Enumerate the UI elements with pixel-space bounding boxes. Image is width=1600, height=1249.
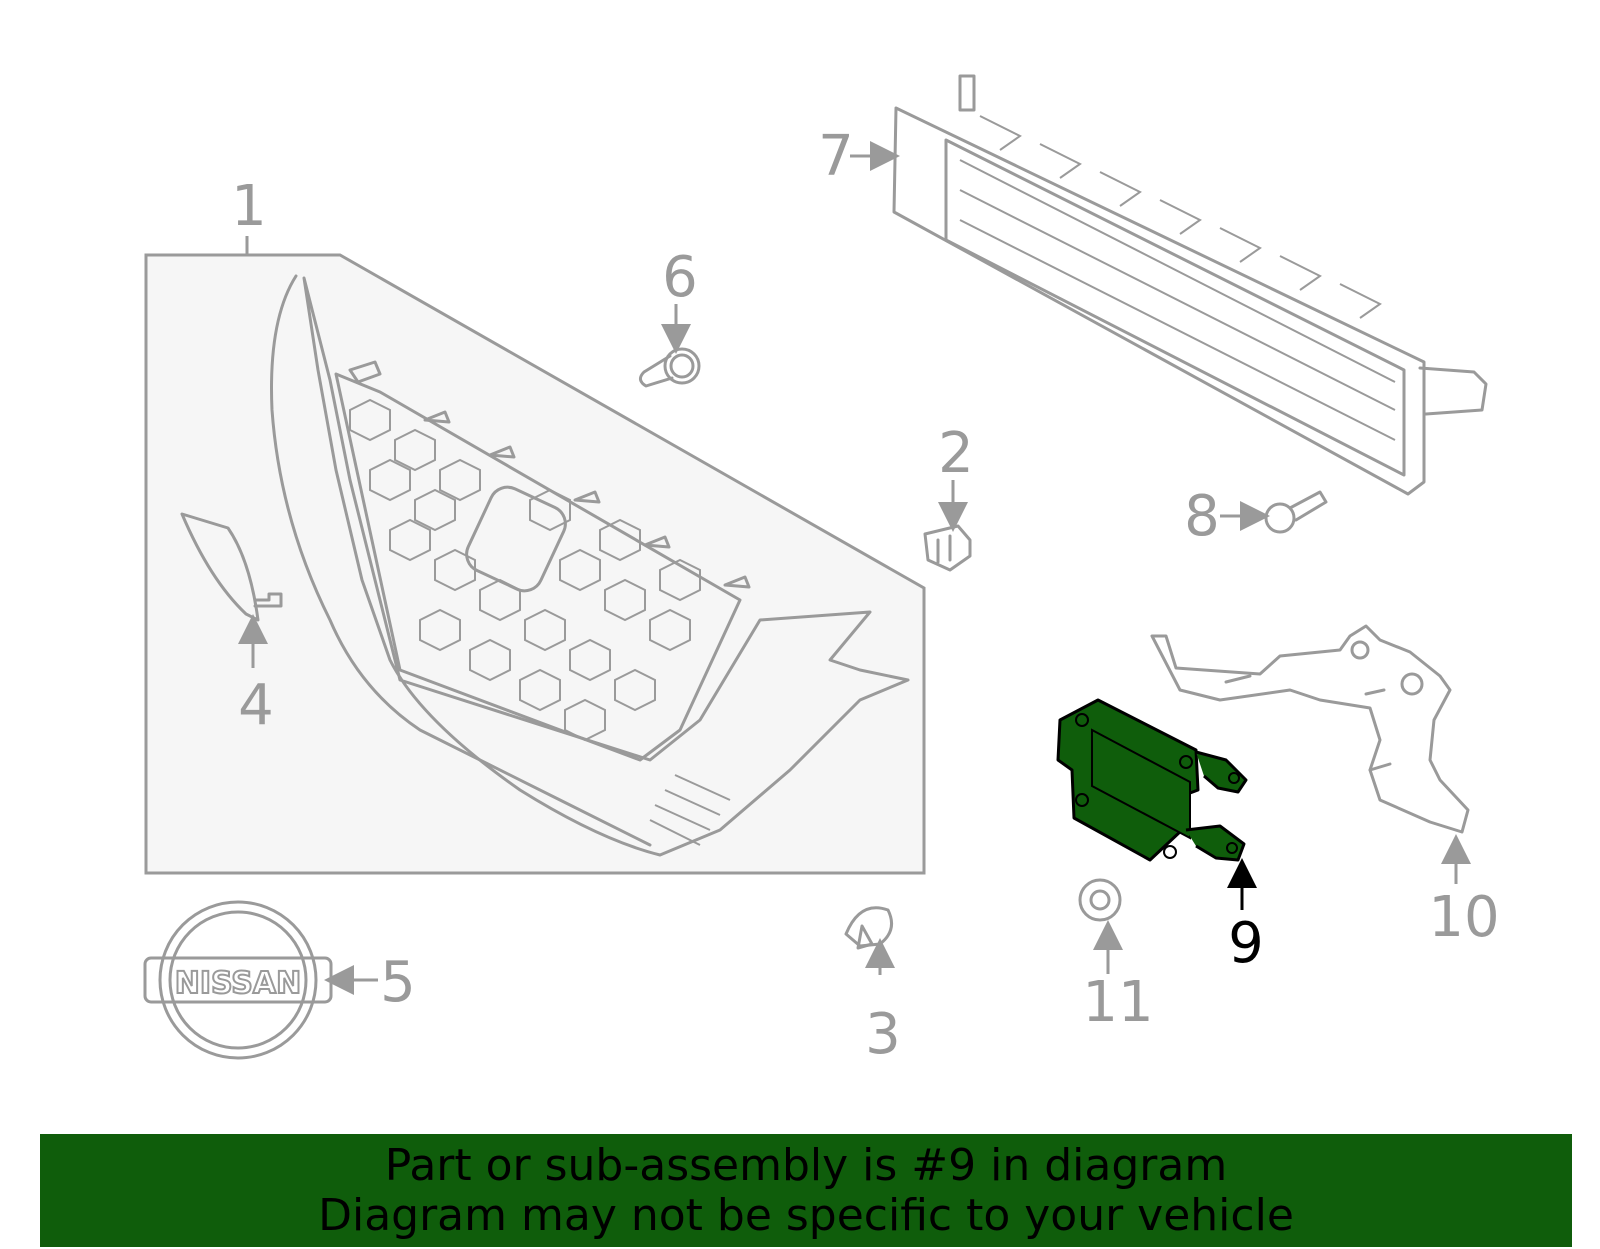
banner-line-2: Diagram may not be specific to your vehi… xyxy=(318,1189,1294,1241)
callout-4: 4 xyxy=(238,673,274,738)
nut-part-11 xyxy=(1078,878,1122,922)
leader-lines xyxy=(238,141,1471,995)
callout-5: 5 xyxy=(380,950,416,1015)
grille-assembly xyxy=(144,253,926,875)
bracket-part-10 xyxy=(1150,624,1470,834)
callout-8: 8 xyxy=(1184,484,1220,549)
info-banner: Part or sub-assembly is #9 in diagram Di… xyxy=(40,1134,1572,1247)
callout-9[interactable]: 9 xyxy=(1228,911,1264,976)
callout-1: 1 xyxy=(231,174,267,239)
callout-2: 2 xyxy=(938,421,974,486)
banner-line-1: Part or sub-assembly is #9 in diagram xyxy=(384,1139,1228,1191)
callout-10: 10 xyxy=(1428,885,1499,950)
retainer-part-2 xyxy=(923,524,972,572)
sensor-module-part-9[interactable] xyxy=(1056,698,1248,862)
air-deflector-part-7 xyxy=(892,74,1488,496)
callout-6: 6 xyxy=(662,245,698,310)
callout-3: 3 xyxy=(865,1002,901,1067)
clip-part-6 xyxy=(639,347,701,388)
nissan-emblem: NISSAN xyxy=(143,900,333,1060)
callout-11: 11 xyxy=(1082,970,1153,1035)
callout-7: 7 xyxy=(818,124,854,189)
bolt-part-8 xyxy=(1264,490,1328,534)
clip-part-3 xyxy=(844,906,894,950)
emblem-text: NISSAN xyxy=(175,966,301,1001)
